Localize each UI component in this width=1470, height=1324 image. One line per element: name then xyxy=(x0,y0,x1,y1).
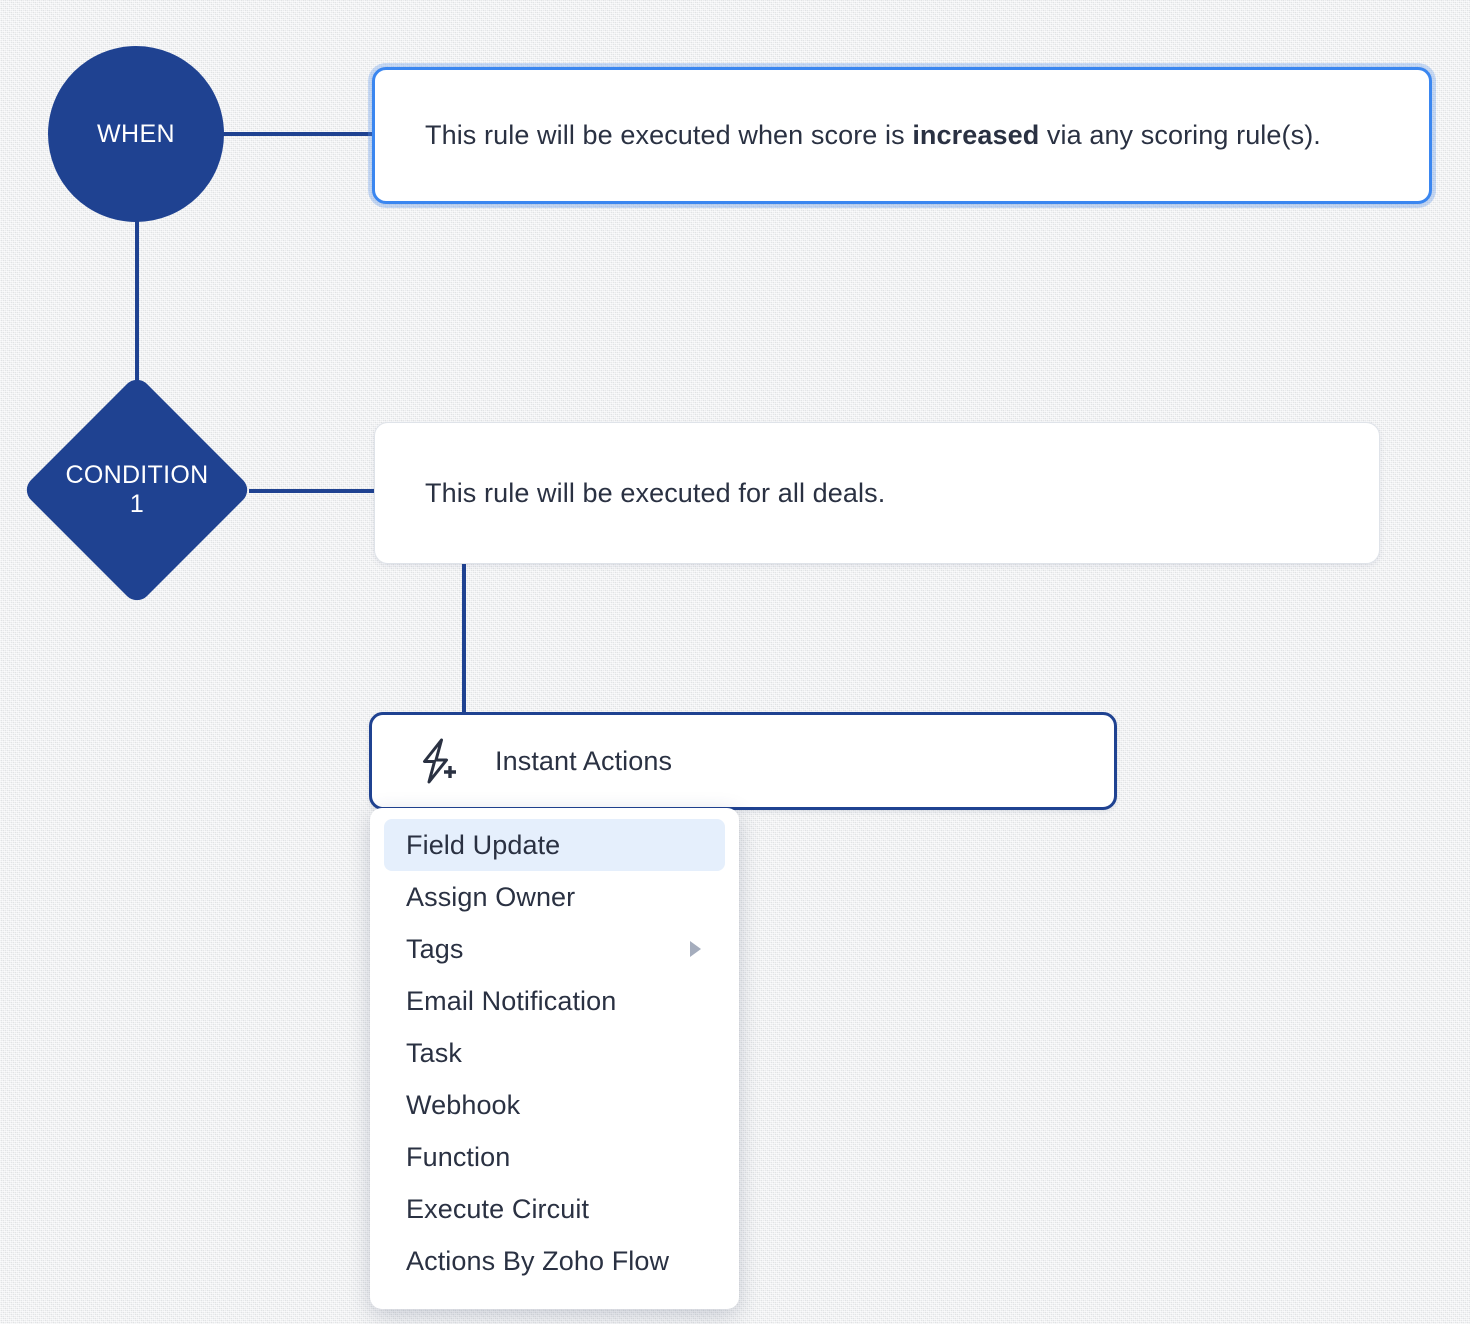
when-node-label: WHEN xyxy=(97,119,175,148)
menu-item-label: Task xyxy=(406,1037,462,1068)
menu-item-tags[interactable]: Tags xyxy=(384,923,725,975)
menu-item-execute-circuit[interactable]: Execute Circuit xyxy=(384,1183,725,1235)
condition-node[interactable]: CONDITION 1 xyxy=(21,374,253,606)
chevron-right-icon xyxy=(690,941,701,957)
instant-actions-label: Instant Actions xyxy=(495,745,673,776)
lightning-bolt-plus-icon xyxy=(417,737,463,785)
when-text-bold: increased xyxy=(912,120,1040,150)
when-rule-card-text: This rule will be executed when score is… xyxy=(375,120,1321,151)
condition-node-label-line2: 1 xyxy=(129,490,145,518)
connector-condition-to-card xyxy=(249,489,377,493)
menu-item-actions-by-zoho-flow[interactable]: Actions By Zoho Flow xyxy=(384,1235,725,1287)
menu-item-email-notification[interactable]: Email Notification xyxy=(384,975,725,1027)
connector-card-to-instant-actions xyxy=(462,560,466,714)
when-text-after: via any scoring rule(s). xyxy=(1039,120,1321,150)
menu-item-label: Actions By Zoho Flow xyxy=(406,1245,670,1276)
menu-item-label: Assign Owner xyxy=(406,881,576,912)
menu-item-label: Tags xyxy=(406,933,464,964)
when-rule-card[interactable]: This rule will be executed when score is… xyxy=(372,67,1432,204)
menu-item-label: Field Update xyxy=(406,829,561,860)
menu-item-field-update[interactable]: Field Update xyxy=(384,819,725,871)
condition-node-label: CONDITION 1 xyxy=(22,375,252,605)
menu-item-assign-owner[interactable]: Assign Owner xyxy=(384,871,725,923)
when-text-before: This rule will be executed when score is xyxy=(425,120,913,150)
menu-item-label: Email Notification xyxy=(406,985,617,1016)
condition-node-label-line1: CONDITION xyxy=(65,460,209,489)
connector-when-to-condition xyxy=(135,216,139,380)
connector-when-to-when-card xyxy=(218,132,374,136)
instant-actions-button[interactable]: Instant Actions xyxy=(369,712,1117,810)
menu-item-webhook[interactable]: Webhook xyxy=(384,1079,725,1131)
condition-rule-card[interactable]: This rule will be executed for all deals… xyxy=(374,422,1380,564)
menu-item-function[interactable]: Function xyxy=(384,1131,725,1183)
condition-rule-card-text: This rule will be executed for all deals… xyxy=(425,477,886,508)
menu-item-task[interactable]: Task xyxy=(384,1027,725,1079)
when-node[interactable]: WHEN xyxy=(48,46,224,222)
menu-item-label: Execute Circuit xyxy=(406,1193,590,1224)
menu-item-label: Webhook xyxy=(406,1089,521,1120)
menu-item-label: Function xyxy=(406,1141,511,1172)
